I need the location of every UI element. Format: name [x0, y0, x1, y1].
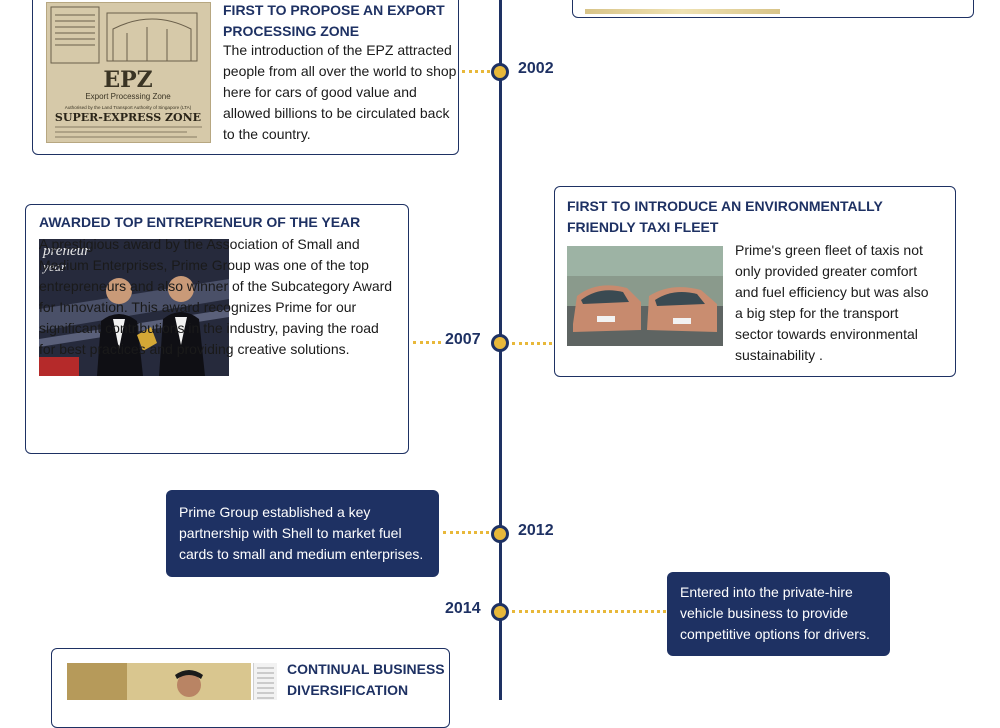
timeline-node-2007: [491, 334, 509, 352]
connector-2012: [443, 531, 489, 534]
connector-2007-left: [413, 341, 441, 344]
svg-text:Authorised by the Land Transpo: Authorised by the Land Transport Authori…: [65, 105, 192, 110]
svg-text:year: year: [41, 259, 67, 274]
shell-partnership-text: Prime Group established a key partnershi…: [179, 504, 424, 562]
timeline-node-2012: [491, 525, 509, 543]
svg-text:preneur: preneur: [42, 243, 90, 259]
year-label-2007: 2007: [445, 331, 481, 348]
connector-2007-right: [512, 342, 552, 345]
timeline-node-2014: [491, 603, 509, 621]
private-hire-text: Entered into the private-hire vehicle bu…: [680, 584, 870, 642]
epz-card-body: The introduction of the EPZ attracted pe…: [223, 42, 457, 142]
diversification-card-title: CONTINUAL BUSINESS DIVERSIFICATION: [287, 661, 445, 698]
year-label-2014: 2014: [445, 600, 481, 617]
taxi-fleet-graphic: [567, 246, 723, 346]
previous-milestone-image: [585, 9, 780, 14]
taxi-card-title: FIRST TO INTRODUCE AN ENVIRONMENTALLY FR…: [567, 198, 883, 235]
award-card-body: A prestigious award by the Association o…: [39, 236, 393, 357]
award-ceremony-graphic: preneur year: [39, 239, 229, 376]
year-label-2012: 2012: [518, 522, 554, 539]
taxi-fleet-photo: [567, 246, 723, 346]
epz-newspaper-image: EPZ Export Processing Zone Authorised by…: [46, 2, 211, 143]
epz-newspaper-graphic: EPZ Export Processing Zone Authorised by…: [47, 3, 210, 142]
award-card-title: AWARDED TOP ENTREPRENEUR OF THE YEAR: [39, 214, 361, 230]
svg-text:SUPER-EXPRESS ZONE: SUPER-EXPRESS ZONE: [55, 111, 201, 124]
private-hire-box: Entered into the private-hire vehicle bu…: [667, 572, 890, 656]
connector-2014: [512, 610, 666, 613]
diversification-graphic: [67, 663, 251, 700]
diversification-photo: [67, 663, 251, 700]
previous-milestone-card: [572, 0, 974, 18]
timeline-node-2002: [491, 63, 509, 81]
svg-text:Export Processing Zone: Export Processing Zone: [85, 92, 171, 101]
epz-card-title: FIRST TO PROPOSE AN EXPORT PROCESSING ZO…: [223, 2, 445, 39]
shell-partnership-box: Prime Group established a key partnershi…: [166, 490, 439, 577]
connector-2002: [462, 70, 490, 73]
taxi-card-body: Prime's green fleet of taxis not only pr…: [735, 242, 929, 363]
year-label-2002: 2002: [518, 60, 554, 77]
svg-text:EPZ: EPZ: [103, 67, 152, 93]
award-ceremony-photo: preneur year: [39, 239, 229, 376]
diversification-article-snippet: [253, 663, 277, 700]
